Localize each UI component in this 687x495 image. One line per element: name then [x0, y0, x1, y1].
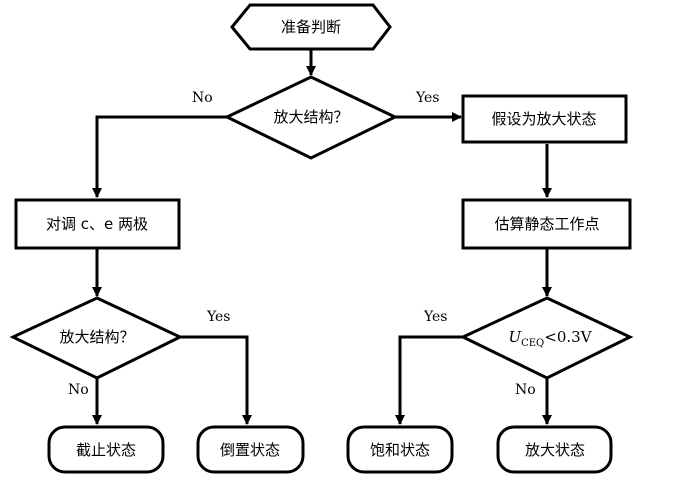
- inverted-state: [196, 425, 305, 474]
- assume-active-label: 假设为放大状态: [491, 110, 596, 128]
- left-yes-label: Yes: [206, 309, 231, 325]
- threshold-text: <0.3V: [544, 328, 592, 346]
- estimate-q-label: 估算静态工作点: [494, 215, 599, 233]
- swap-ce-box: [14, 198, 181, 250]
- u-symbol: U: [508, 328, 522, 346]
- left-decision-label: 放大结构？: [59, 328, 134, 346]
- right-yes-label: Yes: [423, 309, 448, 325]
- assume-active-box: [461, 94, 628, 144]
- estimate-q-box: [461, 198, 632, 250]
- right-no-label: No: [515, 382, 536, 398]
- main-no-label: No: [192, 90, 213, 106]
- edge-right-yes: [395, 335, 463, 425]
- saturation-state: [346, 425, 454, 474]
- edge-left-yes: [180, 335, 252, 425]
- left-decision: [9, 296, 184, 380]
- active-state-label: 放大状态: [525, 441, 585, 459]
- cutoff-state-label: 截止状态: [76, 441, 136, 459]
- edge-main-no: [92, 115, 227, 198]
- swap-ce-label: 对调 c、e 两极: [46, 215, 148, 233]
- start-node: [230, 3, 392, 51]
- active-state: [496, 425, 613, 474]
- cutoff-state: [47, 425, 165, 474]
- main-yes-label: Yes: [415, 90, 440, 106]
- left-no-label: No: [68, 382, 89, 398]
- start-node-label: 准备判断: [281, 18, 341, 36]
- right-decision-label: UCEQ<0.3V: [508, 328, 592, 349]
- right-decision: [459, 296, 634, 380]
- inverted-state-label: 倒置状态: [220, 441, 280, 459]
- main-decision: [223, 75, 399, 160]
- main-decision-label: 放大结构？: [273, 108, 348, 126]
- saturation-state-label: 饱和状态: [370, 441, 430, 459]
- ceq-subscript: CEQ: [521, 338, 544, 349]
